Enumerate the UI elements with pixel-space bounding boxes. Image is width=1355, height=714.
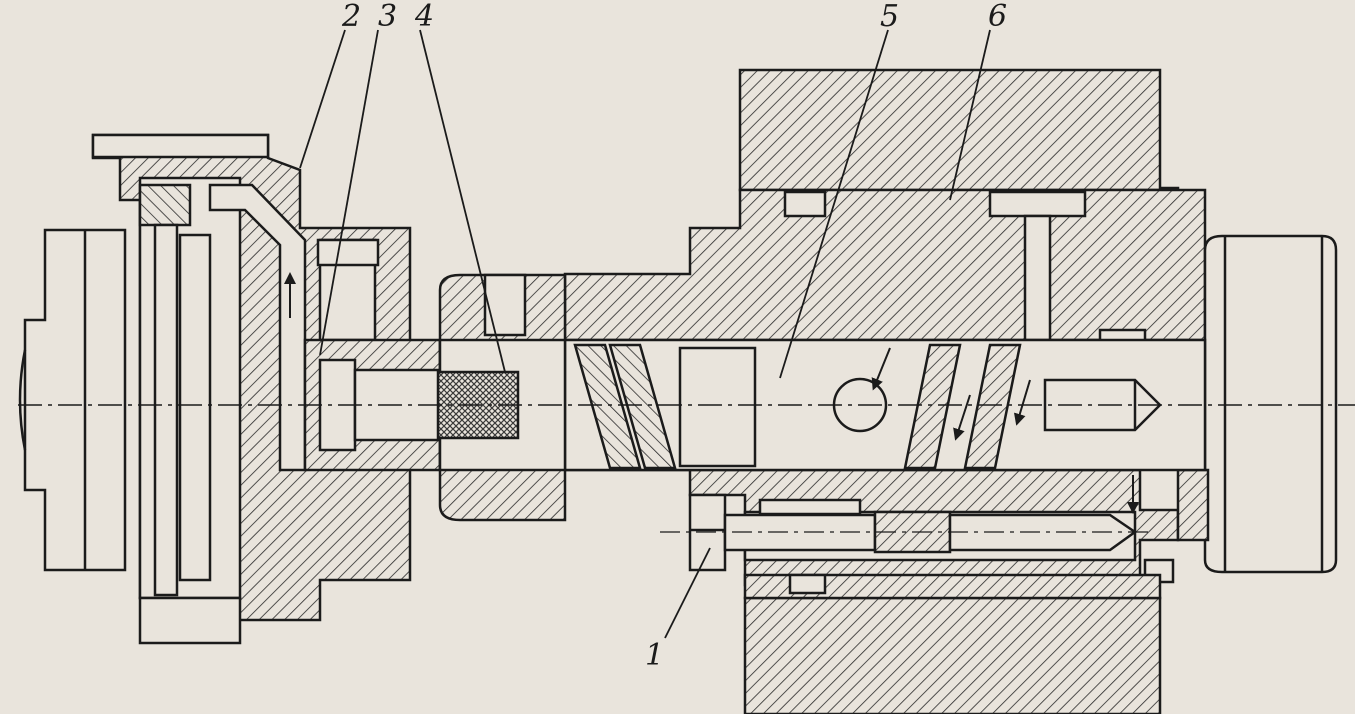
leader-lines <box>299 29 991 639</box>
callout-6: 6 <box>988 0 1007 34</box>
callout-2: 2 <box>341 0 361 34</box>
drive-wheel <box>18 228 127 572</box>
callout-4: 4 <box>414 0 434 34</box>
callout-5: 5 <box>880 0 899 34</box>
arrow-down-icon <box>871 347 891 391</box>
arrow-down-icon <box>1013 379 1031 426</box>
callout-3: 3 <box>378 0 397 34</box>
arrow-down-icon <box>953 394 971 441</box>
flow-arrows <box>284 272 1139 514</box>
housing-lower <box>743 573 1162 714</box>
callout-1: 1 <box>645 638 664 673</box>
body-part-6 <box>563 188 1207 344</box>
wheel-housing <box>91 133 412 645</box>
housing-upper <box>738 68 1180 192</box>
end-cap <box>1176 234 1338 574</box>
